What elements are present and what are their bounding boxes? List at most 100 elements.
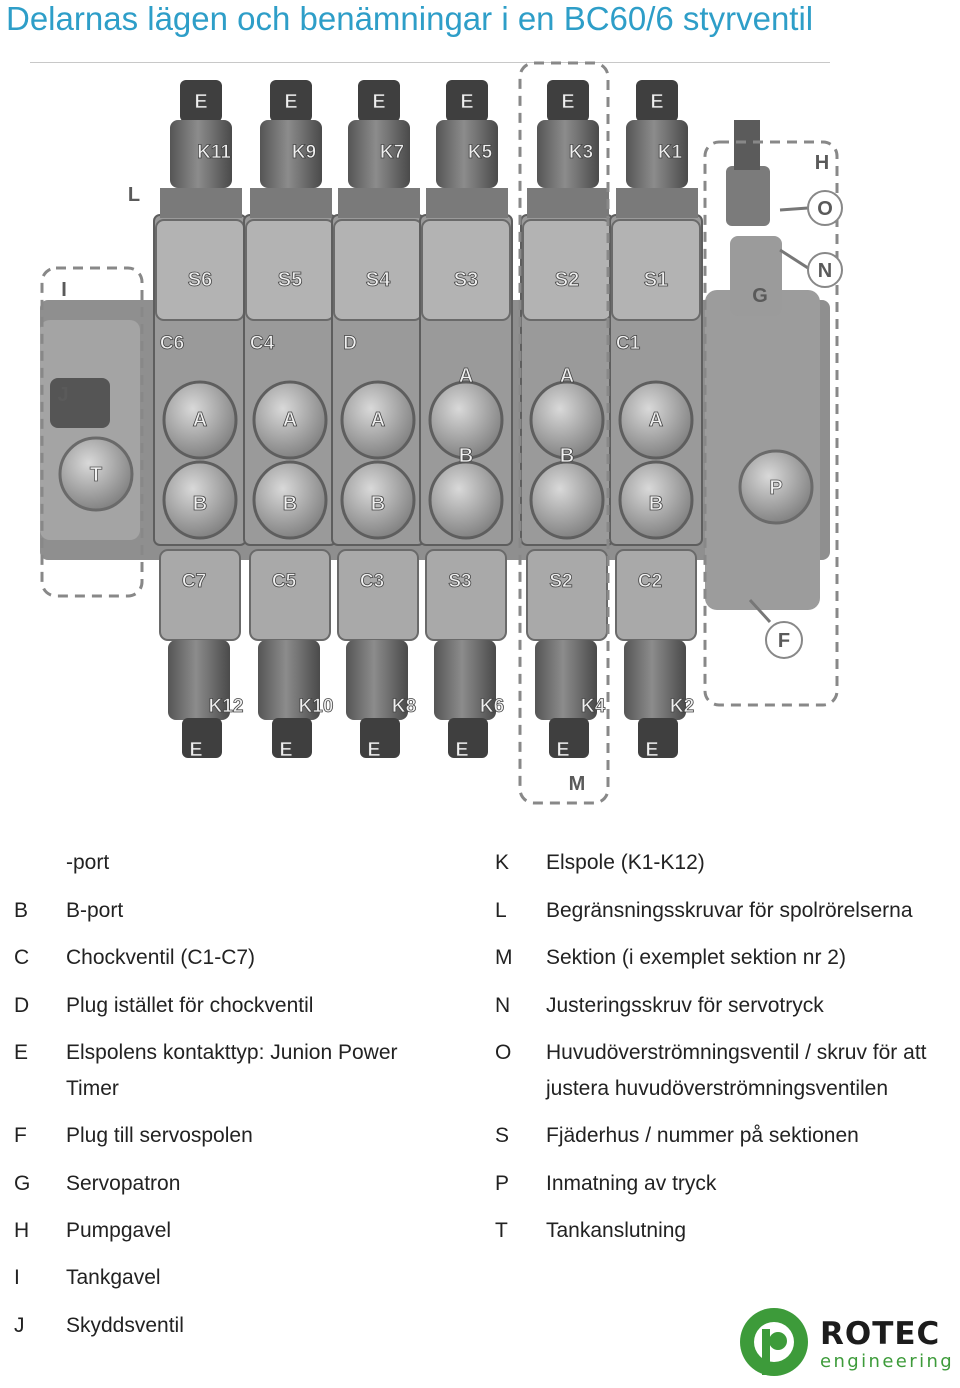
legend-key: M (495, 946, 513, 969)
coil-top (348, 120, 410, 188)
legend-text: Huvudöverströmningsventil / skruv för at… (546, 1041, 927, 1100)
top-connector-label: E (284, 91, 297, 113)
legend-text: Chockventil (C1-C7) (66, 946, 256, 969)
port-b (618, 460, 694, 540)
spring-housing-bottom (425, 549, 507, 641)
port-a (529, 380, 605, 460)
coil-bottom (168, 640, 230, 720)
bottom-spring-label: C5 (272, 571, 297, 592)
legend-text: B-port (66, 899, 124, 922)
rotec-logo-mark (740, 1308, 808, 1376)
bottom-coil-label: K6 (480, 696, 504, 717)
bottom-coil-label: K2 (670, 696, 694, 717)
callout-f-circle (765, 621, 803, 659)
top-spring-label: S3 (454, 269, 478, 291)
bottom-coil-label: K8 (392, 696, 416, 717)
coil-bottom (434, 640, 496, 720)
top-connector-label: E (650, 91, 663, 113)
connector-bottom (182, 718, 222, 758)
top-connector-label: E (561, 91, 574, 113)
coil-bottom (346, 640, 408, 720)
coil-bottom (624, 640, 686, 720)
top-coil-label: K7 (380, 142, 404, 163)
legend-key: D (14, 994, 30, 1017)
bottom-connector-label: E (556, 739, 569, 761)
bottom-connector-label: E (455, 739, 468, 761)
callout-j: J (57, 384, 68, 406)
callout-o-circle (807, 190, 843, 226)
top-connector-label: E (460, 91, 473, 113)
coil-base-top (616, 188, 698, 218)
port-a (618, 380, 694, 460)
top-spring-label: S5 (278, 269, 302, 291)
pump-end-box (703, 140, 839, 707)
connector-top (547, 80, 589, 122)
port-b-label: B (283, 493, 297, 515)
legend-text: Elspolens kontakttyp: Junion Power Timer (66, 1041, 398, 1100)
top-spring-label: S2 (555, 269, 579, 291)
title-divider (30, 62, 830, 63)
port-b-label: B (459, 445, 473, 467)
coil-base-top (426, 188, 508, 218)
arrow-o (779, 206, 809, 212)
arrow-n (779, 248, 809, 270)
coil-top (537, 120, 599, 188)
coil-base-top (527, 188, 609, 218)
legend-text: Sektion (i exemplet sektion nr 2) (546, 946, 846, 969)
legend-key: T (495, 1219, 508, 1242)
relief-valve-j (50, 378, 110, 428)
pressure-port (738, 449, 814, 525)
port-a (340, 380, 416, 460)
bottom-spring-label: S2 (549, 571, 572, 592)
legend-text: Begränsningsskruvar för spolrörelserna (546, 899, 913, 922)
legend-key: C (14, 946, 30, 969)
port-b (252, 460, 328, 540)
legend-key: K (495, 851, 510, 874)
coil-top (626, 120, 688, 188)
connector-bottom (360, 718, 400, 758)
callout-n-circle (807, 252, 843, 288)
arrow-f (748, 598, 772, 624)
legend-text: Elspole (K1-K12) (546, 851, 705, 874)
spring-housing-bottom (159, 549, 241, 641)
pump-end (705, 290, 820, 610)
spring-housing-bottom (615, 549, 697, 641)
bottom-spring-label: C3 (360, 571, 384, 592)
legend-key: G (14, 1172, 31, 1195)
logo-name: ROTEC (820, 1316, 941, 1352)
connector-top (270, 80, 312, 122)
coil-top (170, 120, 232, 188)
bottom-spring-label: C2 (638, 571, 662, 592)
port-b-label: B (371, 493, 385, 515)
port-a (252, 380, 328, 460)
pump-adjuster (734, 120, 760, 170)
legend-text: Plug istället för chockventil (66, 994, 314, 1017)
connector-bottom (272, 718, 312, 758)
callout-p: P (769, 477, 782, 499)
legend-text: -port (66, 851, 110, 874)
port-b-label: B (560, 445, 574, 467)
top-coil-label: K1 (658, 142, 683, 163)
port-b (162, 460, 238, 540)
connector-bottom (549, 718, 589, 758)
coil-bottom (258, 640, 320, 720)
legend-text: Plug till servospolen (66, 1124, 253, 1147)
port-a-label: A (193, 409, 207, 431)
port-b-label: B (193, 493, 207, 515)
spring-housing-top (421, 219, 511, 321)
top-spring-label: S6 (188, 269, 212, 291)
connector-bottom (448, 718, 488, 758)
callout-l: L (128, 184, 140, 206)
legend-key: J (14, 1314, 25, 1337)
callout-m: M (569, 773, 586, 795)
legend-key: B (14, 899, 29, 922)
bottom-coil-label: K4 (581, 696, 606, 717)
bottom-coil-label: K10 (299, 696, 334, 717)
spring-housing-bottom (337, 549, 419, 641)
bottom-coil-label: K12 (209, 696, 244, 717)
port-a-label: A (283, 409, 297, 431)
legend-key: H (14, 1219, 30, 1242)
port-b-label: B (649, 493, 663, 515)
coil-top (260, 120, 322, 188)
legend-key: S (495, 1124, 510, 1147)
